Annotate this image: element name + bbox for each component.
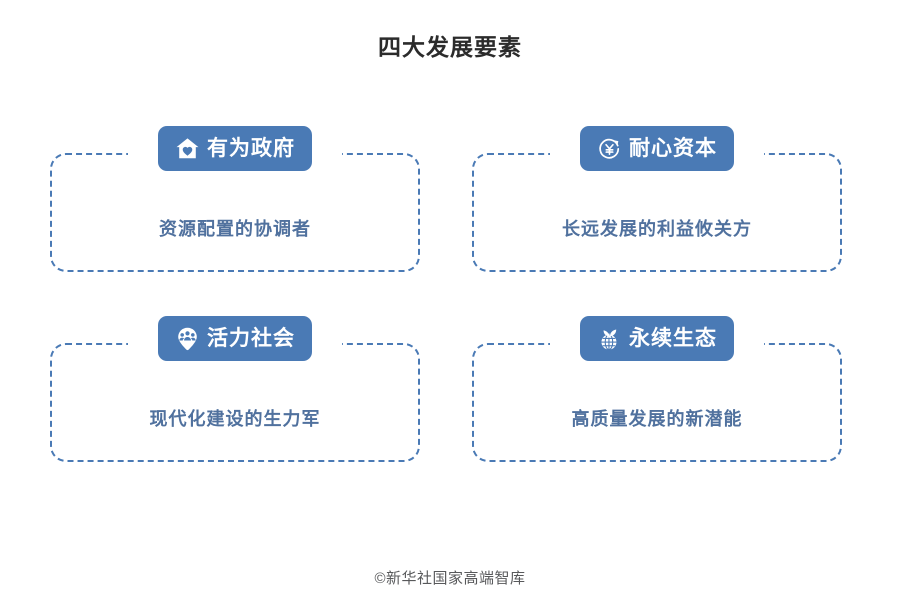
- card-nai-xin-zi-ben[interactable]: 耐心资本 长远发展的利益攸关方: [472, 126, 842, 272]
- card-badge-label: 有为政府: [207, 137, 295, 160]
- cards-grid: 有为政府 资源配置的协调者 耐心资本: [50, 126, 850, 488]
- card-badge-label: 永续生态: [629, 327, 717, 350]
- card-description: 高质量发展的新潜能: [571, 409, 743, 429]
- card-badge[interactable]: 耐心资本: [580, 126, 734, 171]
- card-badge[interactable]: 永续生态: [580, 316, 734, 361]
- card-badge-label: 耐心资本: [629, 137, 717, 160]
- card-huo-li-she-hui[interactable]: 活力社会 现代化建设的生力军: [50, 316, 420, 462]
- globe-leaf-icon: [597, 326, 622, 351]
- yuan-refresh-icon: [597, 136, 622, 161]
- card-badge[interactable]: 活力社会: [158, 316, 312, 361]
- house-heart-icon: [175, 136, 200, 161]
- page-title: 四大发展要素: [378, 34, 522, 60]
- card-description: 资源配置的协调者: [159, 219, 311, 239]
- card-you-wei-zheng-fu[interactable]: 有为政府 资源配置的协调者: [50, 126, 420, 272]
- source-credit: ©新华社国家高端智库: [374, 570, 526, 587]
- card-badge[interactable]: 有为政府: [158, 126, 312, 171]
- people-pin-icon: [175, 326, 200, 351]
- card-badge-label: 活力社会: [207, 327, 295, 350]
- card-description: 现代化建设的生力军: [149, 409, 321, 429]
- card-yong-xu-sheng-tai[interactable]: 永续生态 高质量发展的新潜能: [472, 316, 842, 462]
- card-description: 长远发展的利益攸关方: [562, 219, 752, 239]
